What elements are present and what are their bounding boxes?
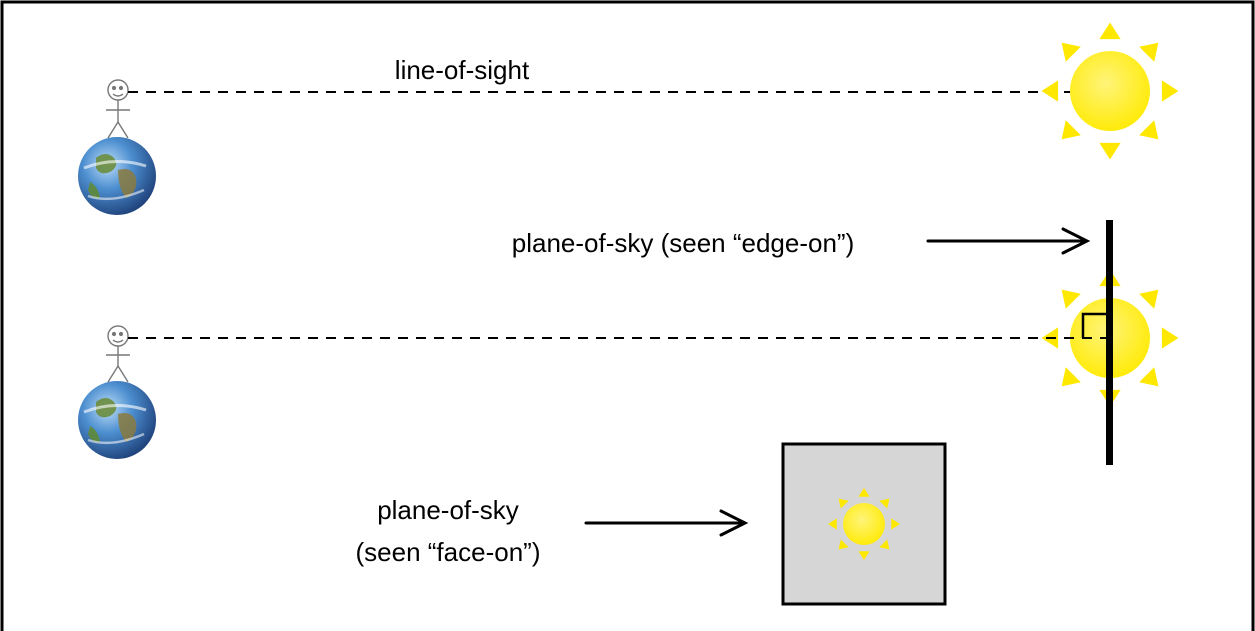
earth-globe-icon bbox=[78, 381, 156, 459]
stick-figure-icon bbox=[106, 79, 130, 139]
plane-of-sky-edge-on-bar bbox=[1106, 220, 1113, 465]
plane-edge-on-label: plane-of-sky (seen “edge-on”) bbox=[512, 228, 855, 258]
line-of-sight-label: line-of-sight bbox=[395, 55, 530, 85]
observer-middle bbox=[78, 325, 156, 459]
arrow-face-on bbox=[584, 509, 749, 537]
earth-globe-icon bbox=[78, 137, 156, 215]
arrow-edge-on bbox=[926, 227, 1091, 255]
stick-figure-icon bbox=[106, 325, 130, 383]
right-angle-marker bbox=[1081, 312, 1110, 338]
plane-face-on-label-line1: plane-of-sky bbox=[377, 495, 519, 525]
plane-face-on-label-line2: (seen “face-on”) bbox=[356, 537, 541, 567]
sun-icon bbox=[1041, 22, 1179, 160]
observer-top bbox=[78, 79, 156, 215]
sun-icon bbox=[828, 488, 900, 560]
